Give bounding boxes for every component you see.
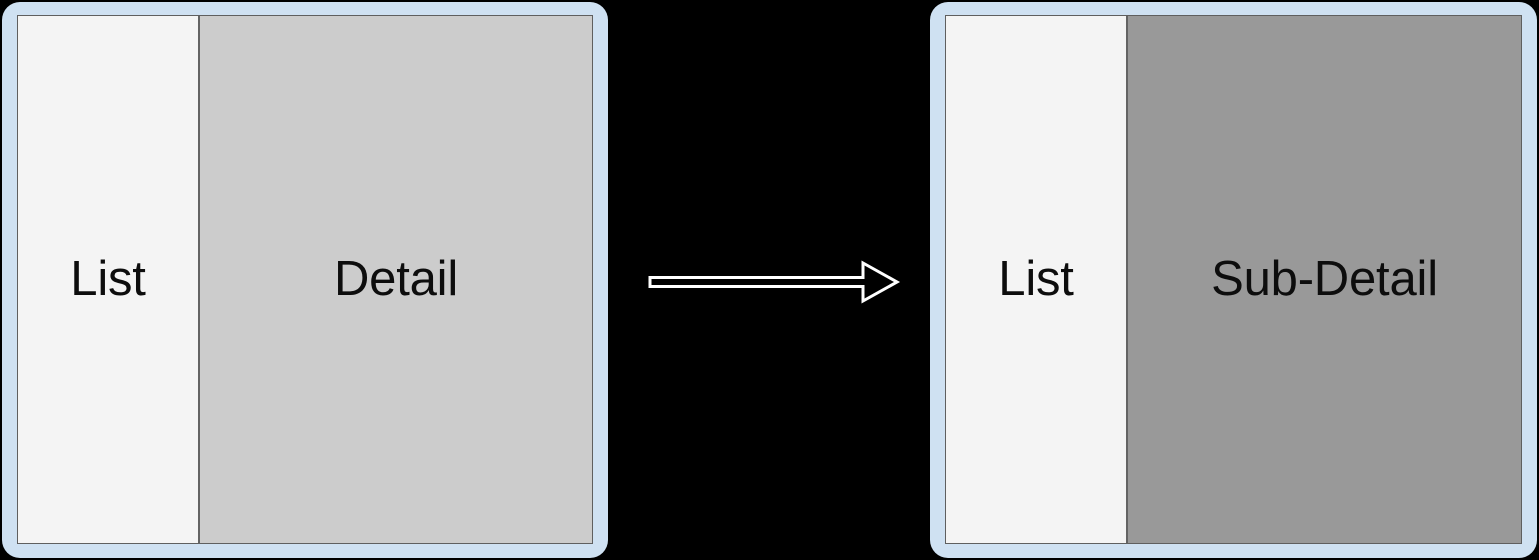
arrow-right-icon (648, 260, 901, 304)
pane-list-before[interactable]: List (18, 16, 200, 543)
list-subdetail-screen[interactable]: List Sub-Detail (930, 2, 1537, 558)
pane-label-detail: Detail (333, 252, 459, 306)
pane-label-sub-detail: Sub-Detail (1211, 252, 1438, 306)
pane-label-list-after: List (998, 252, 1074, 306)
screen-viewport-after: List Sub-Detail (945, 15, 1522, 544)
pane-detail[interactable]: Detail (200, 16, 592, 543)
pane-label-list-before: List (70, 252, 146, 306)
screen-viewport-before: List Detail (17, 15, 593, 544)
list-detail-screen[interactable]: List Detail (2, 2, 608, 558)
pane-sub-detail[interactable]: Sub-Detail (1128, 16, 1521, 543)
transition-arrow (645, 252, 903, 312)
pane-list-after[interactable]: List (946, 16, 1128, 543)
